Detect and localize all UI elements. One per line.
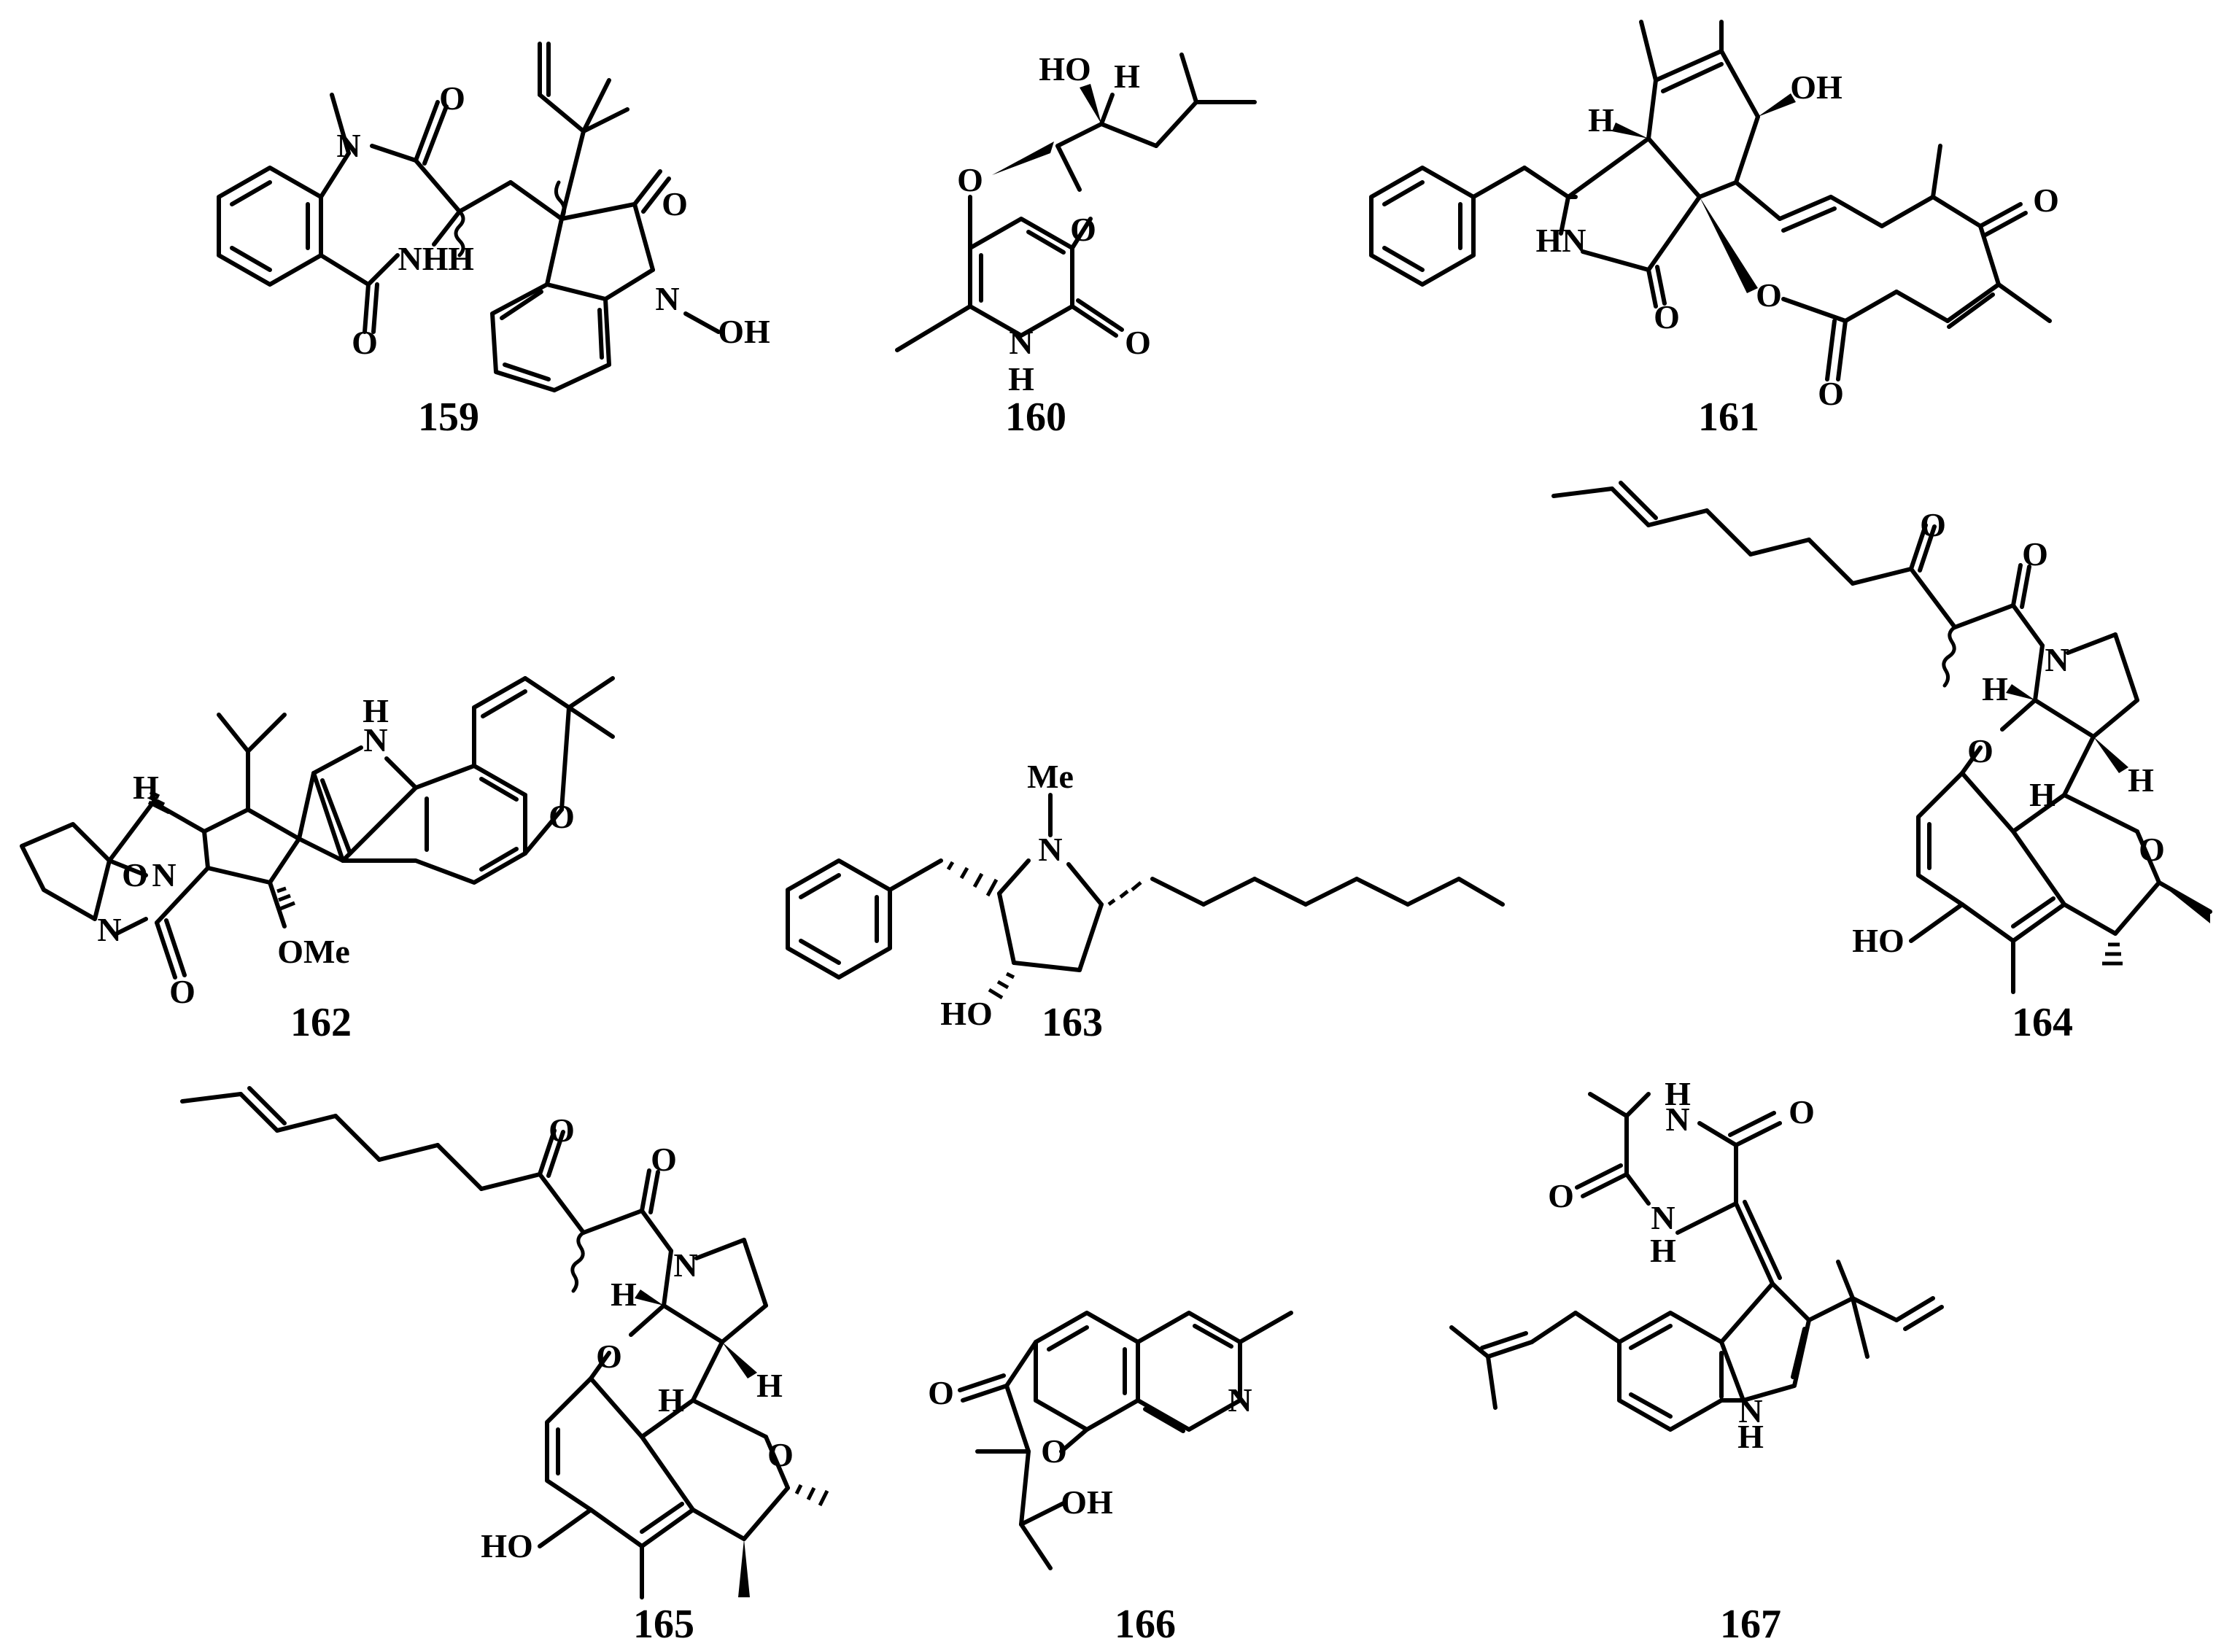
atom-label: O — [767, 1436, 794, 1473]
atom-label: H — [658, 1381, 684, 1419]
atom-label: N — [1009, 324, 1033, 361]
compound-164: O O N H O H H O HO 164 — [1551, 481, 2212, 1045]
compound-159: N O NH H O N OH O 159 — [217, 42, 770, 440]
atom-label: H — [363, 692, 389, 729]
atom-label: O — [2139, 831, 2165, 868]
atom-label: O — [2033, 182, 2059, 219]
atom-label: O — [1818, 375, 1844, 412]
atom-label: OH — [1790, 69, 1843, 106]
compound-165: O O N H O H H O HO 165 — [180, 1086, 829, 1647]
compound-166: N O O OH 166 — [928, 1311, 1293, 1647]
atom-label: O — [1548, 1177, 1574, 1214]
atom-label: H — [2029, 776, 2056, 813]
atom-label: O — [957, 161, 983, 198]
atom-label: N — [1228, 1381, 1252, 1419]
atom-label: O — [662, 185, 688, 222]
compound-162: H N H N O O N O OMe 162 — [20, 676, 615, 1045]
compound-163: Me N HO 163 — [786, 758, 1505, 1045]
compound-number-164: 164 — [2012, 1000, 2073, 1045]
atom-label: N — [152, 856, 176, 893]
atom-label: H — [611, 1276, 637, 1313]
atom-label: O — [439, 80, 465, 117]
atom-label: O — [1920, 506, 1946, 543]
atom-label: N — [1038, 831, 1062, 868]
atom-label: O — [122, 856, 148, 893]
atom-label: N — [655, 280, 679, 317]
atom-label: HO — [1852, 922, 1905, 959]
atom-label: O — [928, 1374, 954, 1411]
atom-label: H — [448, 240, 474, 277]
atom-label: OH — [1061, 1484, 1113, 1521]
compound-number-167: 167 — [1720, 1602, 1781, 1647]
atom-label: O — [1070, 211, 1096, 248]
atom-label: O — [549, 798, 575, 835]
atom-label: H — [1008, 360, 1034, 398]
atom-label: N — [673, 1246, 697, 1284]
atom-label: HO — [481, 1527, 533, 1564]
atom-label: O — [2022, 535, 2048, 573]
compound-number-165: 165 — [633, 1602, 694, 1647]
atom-label: O — [1967, 732, 1994, 769]
atom-label: HN — [1536, 222, 1586, 259]
atom-label: H — [1982, 670, 2008, 707]
atom-label: N — [363, 721, 387, 759]
atom-label: H — [1114, 58, 1140, 95]
atom-label: N — [1665, 1101, 1689, 1138]
atom-label: O — [352, 324, 378, 361]
atom-label: N — [1738, 1392, 1762, 1430]
atom-label: O — [1654, 298, 1680, 336]
atom-label: O — [651, 1141, 677, 1178]
atom-label: N — [1651, 1199, 1675, 1236]
atom-label: H — [1665, 1075, 1691, 1112]
compound-number-162: 162 — [290, 1000, 352, 1045]
compound-number-159: 159 — [418, 395, 479, 440]
atom-label: O — [596, 1338, 622, 1375]
compound-number-163: 163 — [1042, 1000, 1103, 1045]
atom-label: NH — [398, 240, 449, 277]
atom-label: HO — [940, 995, 993, 1032]
atom-label: OH — [718, 313, 770, 350]
atom-label: H — [1650, 1232, 1676, 1269]
atom-label: O — [169, 973, 195, 1010]
atom-label: Me — [1027, 758, 1074, 795]
atom-label: O — [1125, 324, 1151, 361]
atom-label: H — [756, 1367, 783, 1404]
atom-label: O — [1041, 1432, 1067, 1470]
atom-label: H — [1588, 101, 1614, 139]
compound-160: O O HO H N H O 160 — [895, 50, 1257, 440]
atom-label: N — [336, 127, 360, 164]
atom-label: N — [97, 911, 121, 948]
compound-number-161: 161 — [1698, 395, 1759, 440]
atom-label: OMe — [277, 933, 350, 970]
compound-167: H N O O N H N H 167 — [1449, 1075, 1944, 1647]
atom-label: O — [1789, 1093, 1815, 1131]
atom-label: H — [2128, 761, 2154, 799]
atom-label: HO — [1039, 50, 1091, 88]
atom-label: H — [1737, 1418, 1764, 1455]
atom-label: O — [549, 1112, 575, 1149]
atom-label: N — [2045, 641, 2069, 678]
compound-number-160: 160 — [1005, 395, 1066, 440]
atom-label: O — [1756, 276, 1782, 314]
atom-label: H — [133, 769, 159, 806]
compound-161: HN O H OH O O O 161 — [1369, 20, 2059, 440]
compound-number-166: 166 — [1115, 1602, 1176, 1647]
